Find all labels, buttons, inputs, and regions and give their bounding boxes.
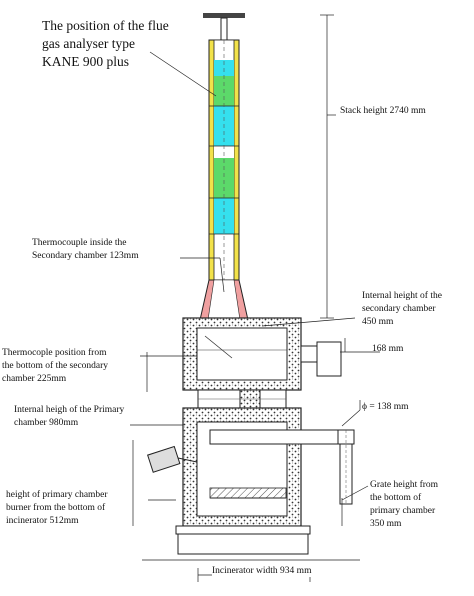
grate-height-label-line1: Grate height from (370, 480, 439, 490)
stack-cap (203, 13, 245, 41)
stack (208, 39, 240, 286)
incinerator-base (142, 525, 360, 561)
chamber-neck (197, 389, 287, 409)
incinerator-width-label: Incinerator width 934 mm (212, 566, 312, 577)
stack-height-label: Stack height 2740 mm (340, 106, 426, 116)
thermocouple-position-label-line1: Thermocople position from (2, 348, 107, 358)
burner-height-label-line1: height of primary chamber (6, 490, 108, 500)
burner-height-label-line3: incinerator 512mm (6, 516, 79, 526)
primary-chamber (147, 407, 302, 527)
thermocouple-secondary-label-line1: Thermocouple inside the (32, 238, 127, 248)
phi-138-label: ϕ = 138 mm (362, 402, 409, 412)
grate-height-label-line4: 350 mm (370, 519, 402, 529)
secondary-chamber (182, 317, 342, 391)
analyser-label-line2: gas analyser type (42, 36, 135, 51)
thermocouple-secondary-label-line2: Secondary chamber 123mm (32, 251, 139, 261)
grate-height-label-line2: the bottom of (370, 493, 422, 503)
internal-secondary-label-line3: 450 mm (362, 317, 394, 327)
thermocouple-position-label-line2: the bottom of the secondary (2, 361, 109, 371)
dimension-168-label: 168 mm (372, 344, 404, 354)
analyser-label-line3: KANE 900 plus (42, 54, 129, 69)
analyser-label-line1: The position of the flue (42, 18, 169, 33)
internal-secondary-label-line1: Internal height of the (362, 291, 442, 301)
internal-secondary-label-line2: secondary chamber (362, 304, 436, 314)
internal-primary-label-line2: chamber 980mm (14, 418, 79, 428)
thermocouple-position-label-line3: chamber 225mm (2, 374, 67, 384)
gas-pipe (209, 429, 355, 505)
grate-height-label-line3: primary chamber (370, 506, 436, 516)
stack-cone (199, 279, 249, 321)
internal-primary-label-line1: Internal heigh of the Primary (14, 405, 125, 415)
burner-height-label-line2: burner from the bottom of (6, 503, 106, 513)
